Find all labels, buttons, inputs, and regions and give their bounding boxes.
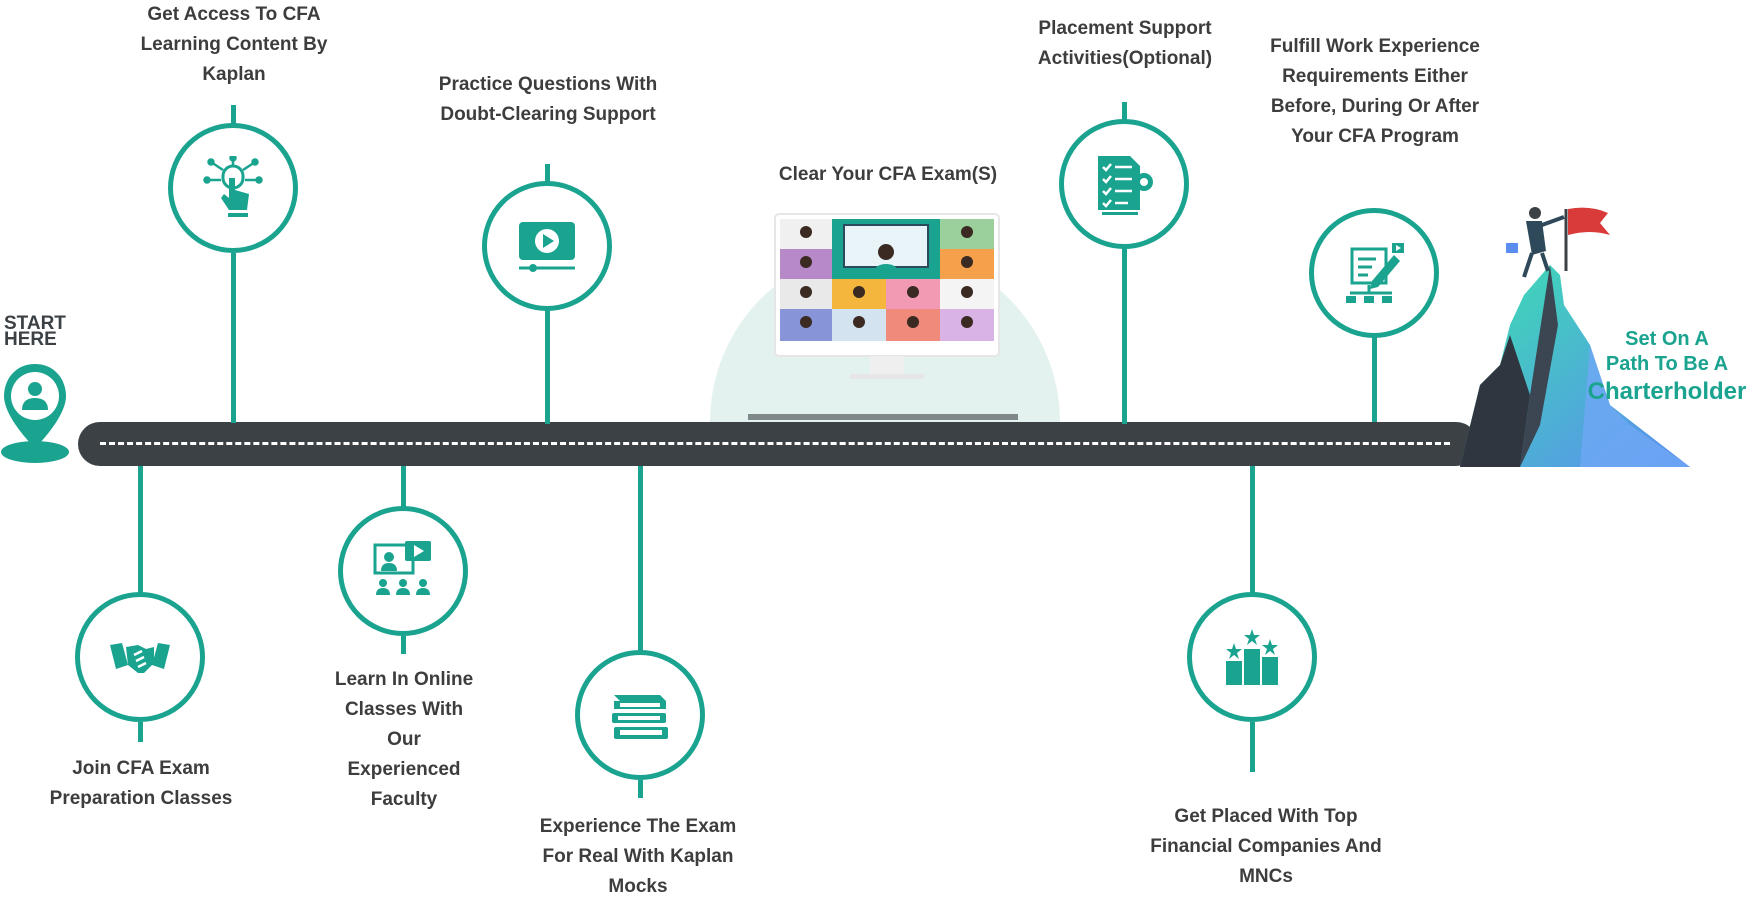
- books-icon: [612, 695, 668, 739]
- stem-practice: [545, 310, 550, 424]
- start-label-line1: START: [4, 313, 66, 334]
- milestone-join-classes-label: Join CFA Exam Preparation Classes: [49, 758, 233, 809]
- online-classes-text: Learn In Online Classes With Our Experie…: [334, 669, 474, 810]
- milestone-online-classes-node: [338, 506, 468, 636]
- checklist-gear-icon: [1098, 156, 1153, 215]
- milestone-practice-questions-label: Practice Questions With Doubt-Clearing S…: [438, 74, 658, 125]
- milestone-mock-exams-label: Experience The Exam For Real With Kaplan…: [539, 816, 737, 897]
- milestone-access-content-node: [168, 123, 298, 253]
- stem-tail-get-placed: [1250, 722, 1255, 772]
- stem-tail-online-classes: [401, 636, 406, 654]
- stem-tail-join-classes: [138, 722, 143, 742]
- milestone-practice-questions-node: [482, 181, 612, 311]
- milestone-placement-support-node: [1059, 119, 1189, 249]
- podium-stars-icon: [1226, 629, 1278, 685]
- stem-join-classes: [138, 466, 143, 594]
- milestone-online-classes-label: Learn In Online Classes With Our Experie…: [289, 665, 519, 815]
- work-experience-text: Fulfill Work Experience Requirements Eit…: [1270, 36, 1480, 147]
- mountain-climber-icon: [1460, 207, 1690, 467]
- milestone-get-placed-node: [1187, 592, 1317, 722]
- stem-bottom-access: [231, 253, 236, 423]
- stem-placement: [1122, 248, 1127, 424]
- stem-mock-exams: [638, 466, 643, 652]
- stem-top-access: [231, 105, 236, 125]
- touch-network-icon: [203, 156, 263, 217]
- goal-line1: Set On A: [1625, 328, 1709, 350]
- online-class-icon: [373, 541, 431, 595]
- stem-work-experience: [1372, 336, 1377, 422]
- stem-get-placed: [1250, 466, 1255, 594]
- goal-line2: Path To Be A: [1605, 353, 1729, 375]
- milestone-work-experience-label: Fulfill Work Experience Requirements Eit…: [1260, 32, 1490, 152]
- start-here-label: START HERE: [4, 313, 68, 350]
- start-label-line2: HERE: [4, 329, 57, 350]
- milestone-get-placed-label: Get Placed With Top Financial Companies …: [1150, 806, 1382, 887]
- goal-label: Set On A Path To Be A Charterholder: [1582, 327, 1752, 407]
- milestone-access-content-label: Get Access To CFA Learning Content By Ka…: [140, 4, 328, 85]
- stem-online-classes: [401, 466, 406, 508]
- stem-top-placement: [1122, 102, 1127, 120]
- placement-support-text: Placement Support Activities(Optional): [1037, 18, 1213, 69]
- goal-line3: Charterholder: [1587, 378, 1747, 405]
- milestone-mock-exams-node: [575, 650, 705, 780]
- milestone-join-classes-node: [75, 592, 205, 722]
- stem-top-practice: [545, 164, 550, 182]
- milestone-work-experience-node: [1309, 208, 1439, 338]
- planning-board-icon: [1346, 243, 1404, 303]
- handshake-icon: [110, 643, 170, 673]
- milestone-clear-exam-label: Clear Your CFA Exam(S): [778, 164, 998, 185]
- location-pin-icon: [1, 364, 69, 463]
- video-conference-monitor-icon: [710, 213, 1060, 422]
- milestone-placement-support-label: Placement Support Activities(Optional): [1010, 14, 1240, 74]
- stem-tail-mock-exams: [638, 780, 643, 798]
- road-center-dashes: [100, 442, 1450, 445]
- video-play-icon: [519, 222, 575, 272]
